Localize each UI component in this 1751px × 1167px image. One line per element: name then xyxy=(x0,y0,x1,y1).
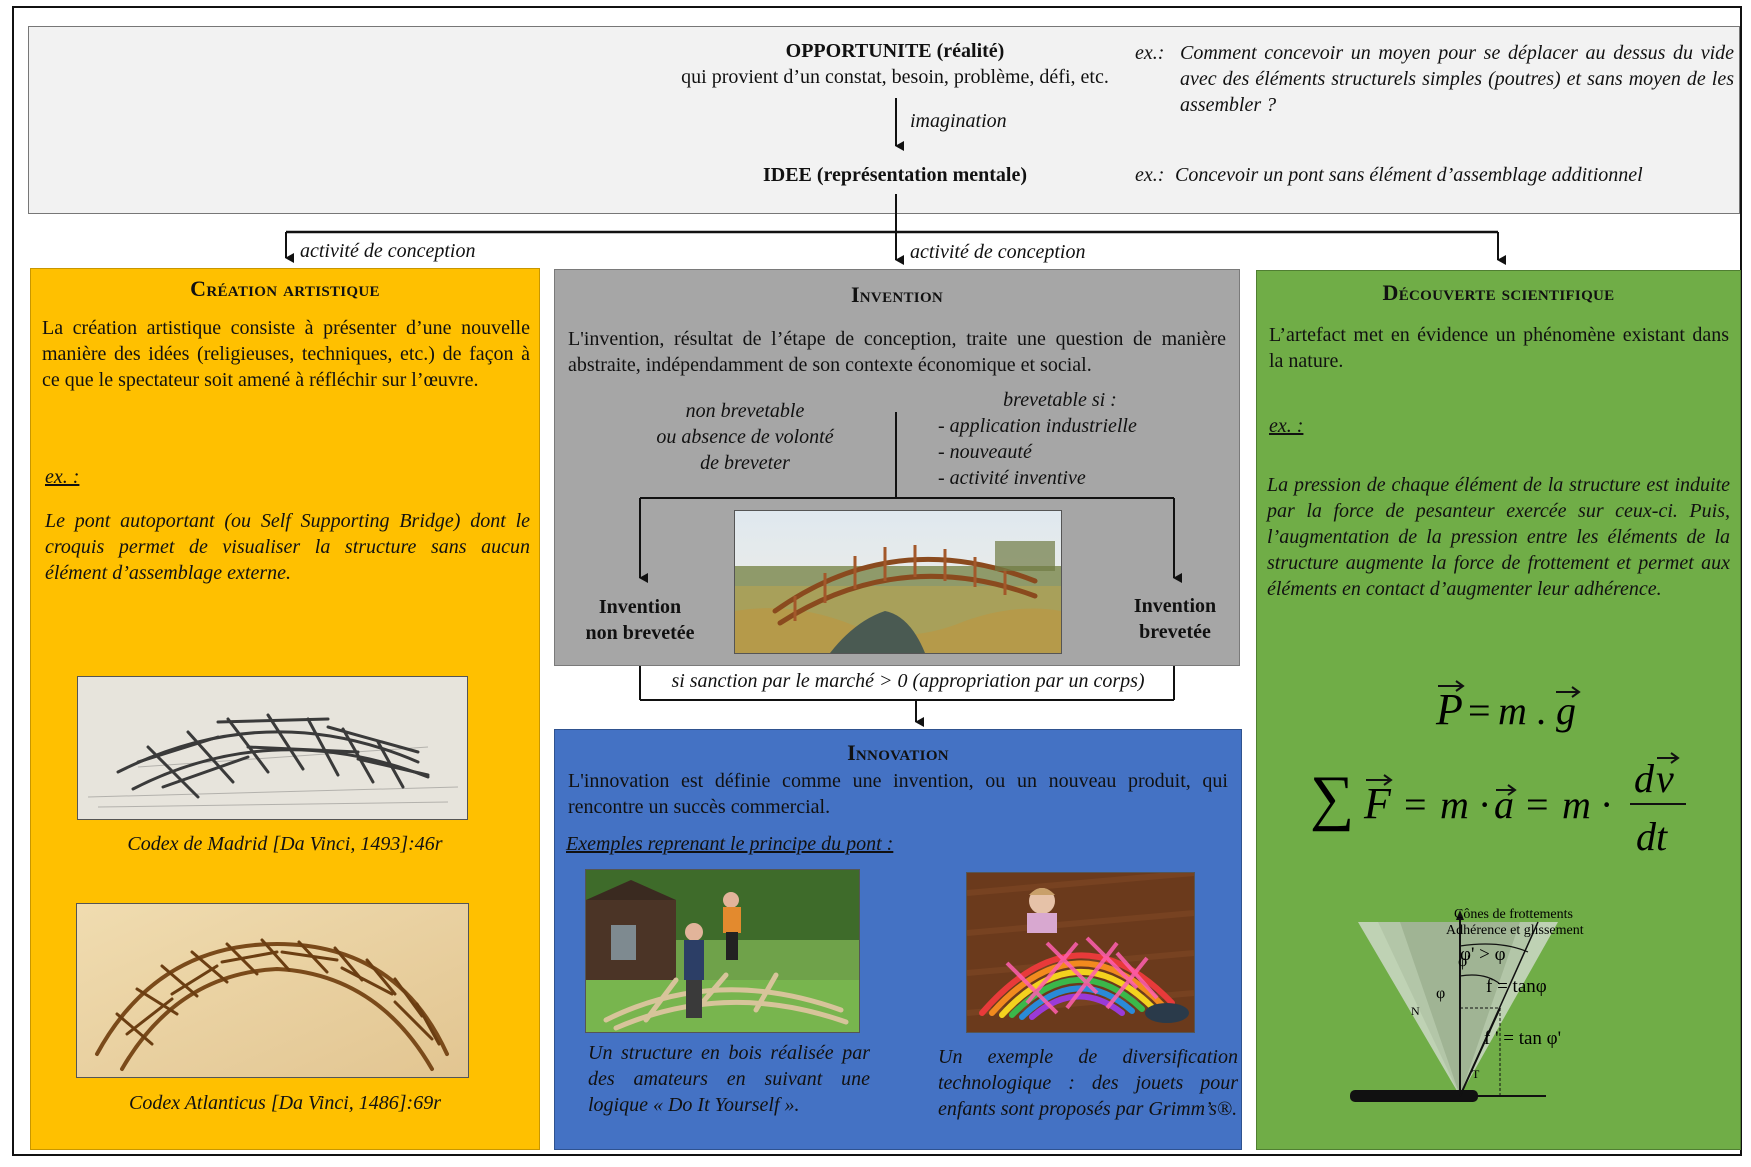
formula-p-m: m xyxy=(1498,688,1527,733)
invention-title: Invention xyxy=(850,282,944,307)
innovation-examples-label: Exemples reprenant le principe du pont : xyxy=(566,833,894,855)
activite-conception-center: activité de conception xyxy=(910,241,1086,263)
invention-non-brevetee: Invention non brevetée xyxy=(572,594,708,646)
formula-f-eq2: = xyxy=(1526,782,1549,827)
innovation-body: L'innovation est définie comme une inven… xyxy=(568,770,1228,818)
ex-idee: Concevoir un pont sans élément d’assembl… xyxy=(1175,164,1643,186)
wooden-bridge-photo xyxy=(734,510,1062,654)
formula-f-dot1: · xyxy=(1478,782,1491,827)
opportunity-title: OPPORTUNITE (réalité) xyxy=(785,40,1005,62)
sanction-label: si sanction par le marché > 0 (appropria… xyxy=(646,668,1170,694)
decouverte-ex-text: La pression de chaque élément de la stru… xyxy=(1267,474,1730,600)
non-brevetable-line: non brevetable xyxy=(685,400,805,422)
creation-title: Création artistique xyxy=(190,276,380,301)
formula-f-a: a xyxy=(1494,782,1514,827)
outer-frame xyxy=(12,6,1742,1156)
friction-cone-diagram: Cônes de frottements Adhérence et glisse… xyxy=(1350,907,1584,1102)
brevetable-list: - application industrielle - nouveauté -… xyxy=(938,413,1228,491)
brevetable-item: - activité inventive xyxy=(938,467,1086,489)
vector-arrow-p xyxy=(1438,680,1465,692)
formula-f-v: v xyxy=(1656,756,1674,801)
decouverte-title: Découverte scientifique xyxy=(1382,280,1615,305)
brevetable-item: - nouveauté xyxy=(938,441,1032,463)
formula-f-m1: m xyxy=(1440,782,1469,827)
decouverte-ex-label: ex. : xyxy=(1269,415,1304,437)
tangent-vector-label: T xyxy=(1472,1067,1480,1081)
vector-arrow-a xyxy=(1496,784,1517,796)
formula-f-dot2: · xyxy=(1600,782,1613,827)
formula-f-d: d xyxy=(1634,756,1655,801)
idee-title: IDEE (représentation mentale) xyxy=(762,164,1028,186)
formula-p-dot: . xyxy=(1536,688,1546,733)
activite-conception-left: activité de conception xyxy=(300,240,476,262)
formula-f-m2: m xyxy=(1562,782,1591,827)
vector-arrow-g xyxy=(1556,686,1581,698)
imagination-label: imagination xyxy=(910,110,1007,132)
brevetable-item: - application industrielle xyxy=(938,415,1137,437)
brevetee-line: brevetée xyxy=(1139,621,1211,643)
cone-title-1: Cônes de frottements xyxy=(1454,907,1573,922)
ex-label-opportunity: ex.: xyxy=(1135,42,1165,64)
cone-phi-angle: φ xyxy=(1436,985,1445,1002)
opportunity-subtitle: qui provient d’un constat, besoin, probl… xyxy=(681,66,1109,88)
cone-title-2: Adhérence et glissement xyxy=(1446,923,1584,938)
caption-codex-atlanticus: Codex Atlanticus [Da Vinci, 1486]:69r xyxy=(128,1092,441,1114)
codex-atlanticus-sketch xyxy=(76,903,469,1078)
physics-formulas: P = m . g ∑ F = m · a = m · d v dt xyxy=(1310,680,1686,859)
non-brevetable-line: de breveter xyxy=(700,452,790,474)
ex-label-idee: ex.: xyxy=(1135,164,1165,186)
decouverte-body: L’artefact met en évidence un phénomène … xyxy=(1269,324,1729,372)
cone-f-tan-phi: f = tanφ xyxy=(1486,976,1547,997)
cone-phi-prime-angle: φ' xyxy=(1458,953,1470,970)
formula-p-equals: = xyxy=(1468,688,1491,733)
creation-ex-text: Le pont autoportant (ou Self Supporting … xyxy=(45,510,530,584)
non-brevetee-line: non brevetée xyxy=(585,622,695,644)
formula-p-g: g xyxy=(1556,688,1576,733)
diy-bridge-photo xyxy=(585,869,860,1033)
normal-vector-label: N xyxy=(1411,1004,1420,1018)
innovation-title: Innovation xyxy=(847,740,949,765)
caption-diy: Un structure en bois réalisée par des am… xyxy=(588,1042,870,1116)
caption-grimms: Un exemple de diversification technologi… xyxy=(938,1046,1238,1120)
formula-sum: ∑ xyxy=(1310,764,1354,832)
invention-body: L'invention, résultat de l’étape de conc… xyxy=(568,328,1226,376)
creation-ex-label: ex. : xyxy=(45,466,80,488)
formula-f-dt: dt xyxy=(1636,814,1668,859)
non-brevetable-line: ou absence de volonté xyxy=(656,426,834,448)
formula-p-symbol: P xyxy=(1435,685,1463,734)
invention-brevetee: Invention brevetée xyxy=(1110,593,1240,645)
cone-f-prime: f ' = tan φ' xyxy=(1484,1028,1561,1049)
creation-body: La création artistique consiste à présen… xyxy=(42,317,530,391)
cone-phi-compare: φ' > φ xyxy=(1460,944,1506,965)
non-brevetable-block: non brevetable ou absence de volonté de … xyxy=(620,398,870,476)
vector-arrow-v xyxy=(1657,752,1680,764)
formula-f: F xyxy=(1363,779,1392,828)
brevetable-title: brevetable si : xyxy=(1003,389,1117,411)
caption-codex-madrid: Codex de Madrid [Da Vinci, 1493]:46r xyxy=(127,833,443,855)
codex-madrid-sketch xyxy=(77,676,468,820)
vector-arrow-f xyxy=(1366,774,1393,786)
ex-opportunity: Comment concevoir un moyen pour se dépla… xyxy=(1180,42,1734,116)
non-brevetee-line: Invention xyxy=(598,596,682,618)
formula-f-eq1: = xyxy=(1404,782,1427,827)
opportunity-idea-box xyxy=(28,26,1740,214)
grimms-toy-photo xyxy=(966,870,1195,1033)
brevetee-line: Invention xyxy=(1133,595,1217,617)
